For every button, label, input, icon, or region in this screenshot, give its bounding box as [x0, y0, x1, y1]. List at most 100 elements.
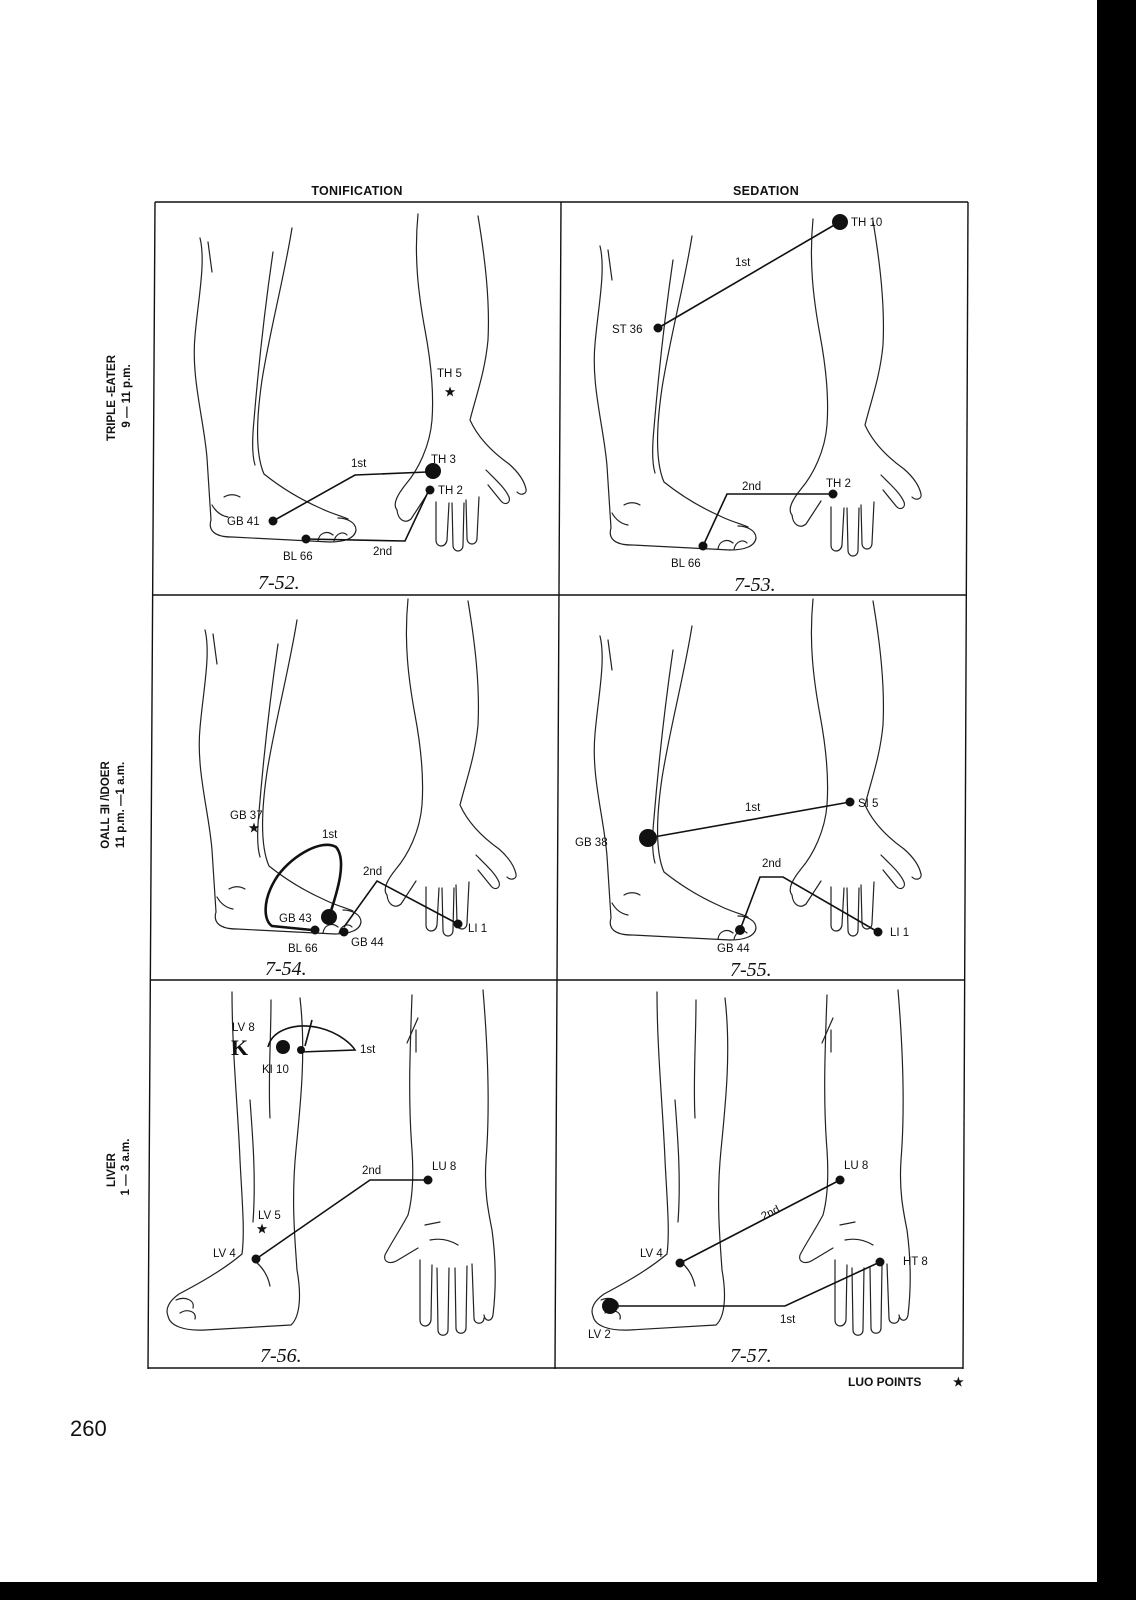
row-label-meridian: OALL ∃I /\DOER	[100, 761, 112, 849]
leg-drawing	[193, 227, 357, 543]
acupoint-dot	[251, 1254, 261, 1264]
point-label: KI 10	[262, 1064, 289, 1076]
acupoint-dot	[735, 925, 745, 935]
arm-left-contour	[394, 213, 434, 511]
panel-7-56: LV 8 K KI 10 1st 2nd LU 8 LV 5 LV 4 7-56…	[166, 989, 496, 1367]
connector-2nd	[343, 879, 459, 928]
finger-contour	[471, 1263, 485, 1324]
palm-line	[424, 1221, 441, 1226]
arm-drawing	[384, 598, 517, 937]
shin-line	[252, 251, 274, 466]
palm-line	[429, 1238, 459, 1246]
finger-contour	[851, 1267, 865, 1336]
little-finger-contour	[475, 854, 500, 890]
arm-right-contour	[482, 989, 496, 1321]
grid-left-border	[147, 201, 156, 1370]
point-label: TH 2	[438, 485, 463, 497]
acupoint-dot	[268, 516, 278, 526]
finger-contour	[869, 1265, 883, 1334]
finger-contour	[454, 1265, 468, 1334]
acupoint-dot-major	[425, 463, 441, 479]
little-finger-contour	[485, 469, 510, 505]
connector-2nd	[255, 1179, 428, 1260]
acupoint-dot-major	[276, 1040, 290, 1054]
little-finger-contour	[880, 474, 905, 510]
arm-right-contour	[459, 600, 517, 880]
sequence-label: 1st	[745, 802, 761, 814]
toe-tip-contour	[729, 525, 757, 551]
acupoint-dot	[828, 489, 838, 499]
acupoint-dot-major	[639, 829, 657, 847]
legend-label: LUO POINTS	[848, 1375, 921, 1389]
point-label: BL 66	[288, 943, 318, 955]
point-label: GB 41	[227, 516, 260, 528]
point-label: GB 37	[230, 810, 263, 822]
acupoint-dot-major	[832, 214, 848, 230]
leg-front-contour	[657, 235, 749, 528]
grid-right-border	[962, 201, 969, 1370]
anatomy-drawing	[593, 598, 922, 941]
acupoint-dot	[653, 323, 663, 333]
panel-7-54: GB 37 1st 2nd GB 43 BL 66 GB 44 LI 1 7-5…	[198, 598, 517, 980]
arm-drawing	[789, 218, 922, 557]
point-label: LV 8	[232, 1022, 255, 1034]
arm-drawing	[789, 598, 922, 937]
toe-contour	[717, 539, 734, 550]
leg-back-contour	[167, 997, 304, 1331]
finger-contour	[830, 886, 845, 932]
acupoint-dot	[875, 1257, 885, 1267]
leg-front-contour	[262, 619, 354, 912]
sequence-label: 2nd	[363, 866, 382, 878]
finger-contour	[436, 1267, 450, 1336]
sequence-label: 1st	[780, 1314, 796, 1326]
point-label: LI 1	[468, 923, 487, 935]
point-label: LV 4	[640, 1248, 663, 1260]
thumb-contour	[386, 880, 417, 907]
connector-1st	[267, 1025, 357, 1053]
ankle-mark	[228, 886, 246, 890]
sequence-label: 1st	[322, 829, 338, 841]
row-label-time: 1 — 3 a.m.	[120, 1139, 132, 1196]
panel-7-55: 1st SI 5 GB 38 2nd GB 44 LI 1 7-55.	[575, 598, 922, 981]
anatomy-drawing	[198, 598, 517, 937]
toe-contour	[179, 1310, 196, 1320]
arm-left-contour	[799, 994, 834, 1264]
figure-caption: 7-56.	[260, 1345, 302, 1367]
arm-right-contour	[864, 600, 922, 880]
sequence-label: 2nd	[759, 1204, 782, 1223]
sequence-label: 2nd	[373, 546, 392, 558]
point-label: GB 43	[279, 913, 312, 925]
ankle-mark	[623, 502, 641, 506]
leg-back-contour	[193, 237, 331, 543]
leg-front-contour	[657, 625, 749, 918]
heel-line	[611, 902, 629, 916]
heel-line	[216, 896, 234, 910]
acupoint-dot	[675, 1258, 685, 1268]
leg-drawing	[593, 625, 757, 941]
connector-2nd	[679, 1179, 841, 1264]
connector-2nd	[739, 876, 879, 933]
acupoint-dot	[845, 797, 855, 807]
calf-line	[607, 249, 613, 281]
acupoint-dot	[873, 927, 883, 937]
calf-line	[607, 639, 613, 671]
row-label-time: 9 — 11 p.m.	[121, 364, 133, 427]
finger-contour	[435, 501, 450, 547]
little-finger-contour	[880, 854, 905, 890]
arm-drawing	[394, 213, 527, 552]
acupoint-dot-major	[602, 1298, 618, 1314]
finger-contour	[419, 1259, 433, 1327]
forearm-mark	[821, 1017, 834, 1053]
acupoint-dot	[310, 925, 320, 935]
row-label-meridian: LIVER	[106, 1152, 118, 1187]
acupoint-dot	[453, 919, 463, 929]
point-label: GB 44	[717, 943, 750, 955]
connector-1st	[272, 471, 428, 522]
acupoint-dot	[835, 1175, 845, 1185]
point-label: LV 2	[588, 1329, 611, 1341]
sequence-label: 1st	[351, 458, 367, 470]
point-label: BL 66	[283, 551, 313, 563]
connector-1st	[264, 843, 343, 932]
point-label-letter: K	[231, 1035, 248, 1060]
